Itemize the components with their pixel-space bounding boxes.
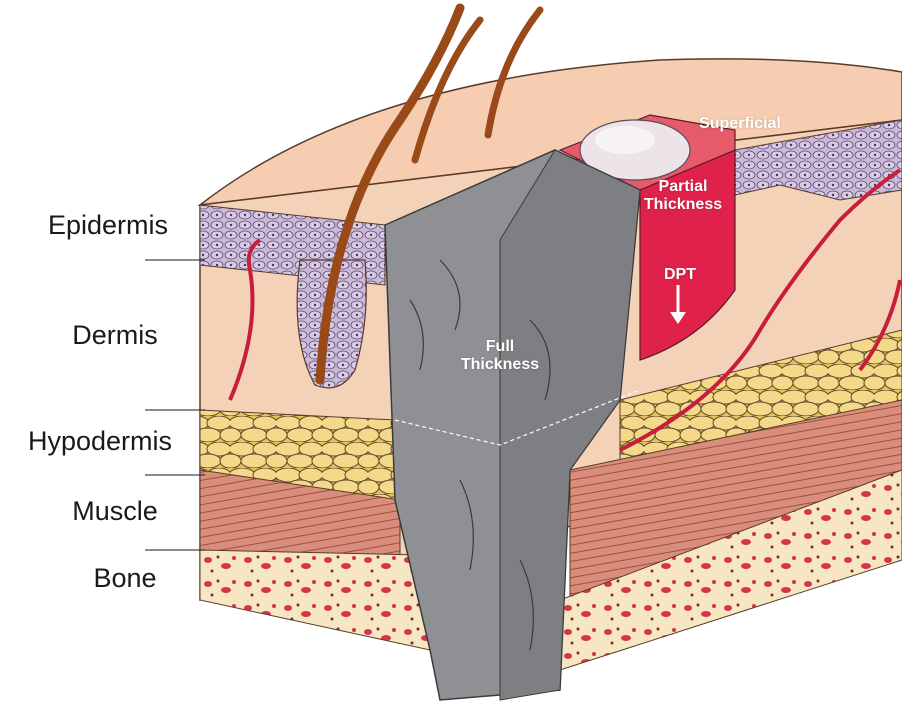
label-partial-line2: Thickness bbox=[628, 196, 738, 214]
label-epidermis: Epidermis bbox=[38, 212, 178, 239]
label-full-line1: Full bbox=[440, 338, 560, 356]
label-partial-line1: Partial bbox=[628, 178, 738, 196]
label-bone: Bone bbox=[75, 565, 175, 592]
label-dpt: DPT bbox=[650, 266, 710, 284]
label-full-thickness: Full Thickness bbox=[440, 338, 560, 375]
label-hypodermis: Hypodermis bbox=[10, 428, 190, 455]
label-partial-thickness: Partial Thickness bbox=[628, 178, 738, 215]
label-full-line2: Thickness bbox=[440, 356, 560, 374]
label-dermis: Dermis bbox=[55, 322, 175, 349]
label-muscle: Muscle bbox=[60, 498, 170, 525]
label-superficial: Superficial bbox=[680, 115, 800, 133]
